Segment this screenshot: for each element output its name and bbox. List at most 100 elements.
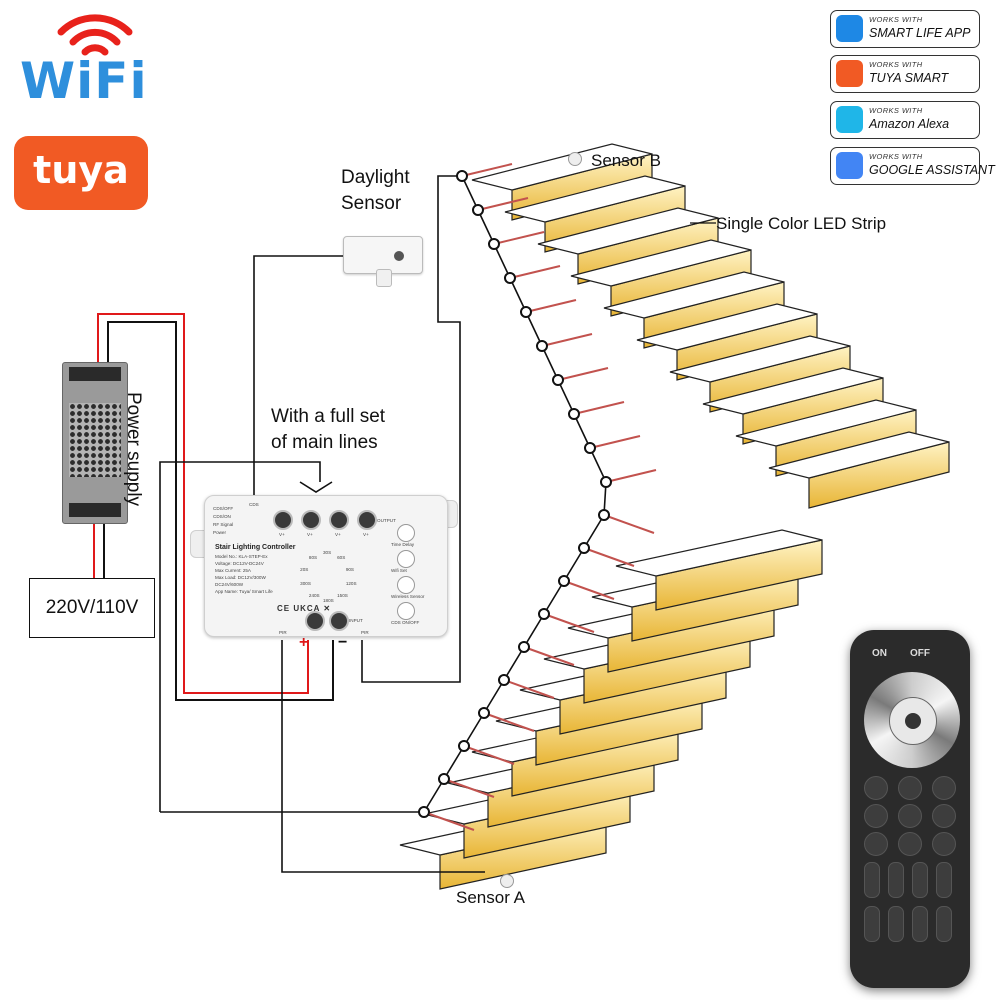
badge-small-text: WORKS WITH [869,106,923,115]
status-led-label: CDS/OFF [213,506,234,511]
badge-small-text: WORKS WITH [869,60,923,69]
psu-vent-grid [69,403,121,477]
power-icon [905,713,921,729]
sensor-eye-icon [394,251,404,261]
remote-off-button[interactable]: OFF [910,648,930,659]
strip-connector-node [536,340,548,352]
power-supply-label: Power supply [123,392,144,507]
remote-function-button[interactable] [864,832,888,856]
terminal-vplus-label: V+ [363,532,369,537]
strip-connector-node [498,674,510,686]
led-strip-label: Single Color LED Strip [716,214,887,233]
stair-tread [504,175,686,223]
strip-connector-node [478,707,490,719]
pir-b-label: PIR [361,630,369,635]
tuya-logo-text: tuya [33,148,129,192]
alexa-ring-icon [836,106,863,133]
daylight-sensor-device [343,236,423,287]
strip-connector-node [504,272,516,284]
output-terminal [357,510,377,530]
spec-line: App Name: Tuya/ Smart Life [215,589,273,594]
daylight-sensor-wire [253,255,343,497]
remote-zone-key[interactable] [864,862,880,898]
status-led-label: RF Signal [213,522,234,527]
google-dots-icon [836,152,863,179]
terminal-vplus-label: V+ [307,532,313,537]
strip-connector-node [538,608,550,620]
black-wire [107,321,334,701]
terminal-vplus-label: V+ [335,532,341,537]
voltage-box: 220V/110V [29,578,155,638]
stair-tread [570,239,752,287]
dial-value: 180S [323,598,334,603]
stair-tread [768,431,950,479]
remote-function-button[interactable] [898,832,922,856]
remote-function-button[interactable] [864,804,888,828]
dial-value: 30S [323,550,332,555]
remote-zone-key[interactable] [888,862,904,898]
remote-center-button[interactable] [889,697,937,745]
strip-lead-wire [461,163,513,177]
red-wire [97,313,309,694]
strip-lead-wire [503,679,555,699]
strip-connectors [418,163,657,831]
strip-lead-wire [541,333,593,347]
strip-lead-wire [423,811,475,831]
remote-function-button[interactable] [932,804,956,828]
controller-button[interactable] [397,550,415,568]
strip-lead-wire [509,265,561,279]
spec-line: Voltage: DC12V-DC24V [215,561,264,566]
led-strip-pointer [690,222,716,224]
remote-function-button[interactable] [898,776,922,800]
remote-function-button[interactable] [864,776,888,800]
strip-lead-wire [573,401,625,415]
strip-connector-node [456,170,468,182]
controller-title: Stair Lighting Controller [215,544,296,551]
plus-marker: + [299,634,309,651]
remote-zone-key[interactable] [912,906,928,942]
home-icon [836,15,863,42]
controller-button[interactable] [397,524,415,542]
strip-connector-node [578,542,590,554]
spec-line: Max Load: DC12V/300W [215,575,266,580]
controller-button[interactable] [397,602,415,620]
strip-connector-node [472,204,484,216]
remote-function-button[interactable] [898,804,922,828]
remote-zone-key[interactable] [888,906,904,942]
remote-zone-key[interactable] [912,862,928,898]
input-terminal-plus [305,611,325,631]
strip-connector-node [568,408,580,420]
strip-lead-wire [463,745,515,765]
dial-value: 60S [337,554,346,560]
controller-button[interactable] [397,576,415,594]
stair-tread [735,399,917,447]
strip-lead-wire [493,231,545,245]
input-label: INPUT [349,618,363,623]
power-supply-unit [62,362,128,524]
status-led-label: CDS/ON [213,514,231,519]
remote-control: ON OFF [850,630,970,988]
remote-zone-key[interactable] [864,906,880,942]
main-lines-label-line2: of main lines [271,432,378,453]
output-terminal-label: OUTPUT [377,518,396,523]
remote-zone-key[interactable] [936,906,952,942]
sensor-b-label: Sensor B [591,151,661,170]
sensor-b-wire [361,175,462,683]
strip-connector-node [598,509,610,521]
remote-zone-key[interactable] [936,862,952,898]
strip-connector-node [518,641,530,653]
stair-tread [702,367,884,415]
remote-on-button[interactable]: ON [872,648,887,659]
remote-function-button[interactable] [932,776,956,800]
wifi-signal-icon [57,14,133,56]
strip-lead-wire [563,580,615,600]
remote-function-button[interactable] [932,832,956,856]
strip-lead-wire [483,712,535,732]
